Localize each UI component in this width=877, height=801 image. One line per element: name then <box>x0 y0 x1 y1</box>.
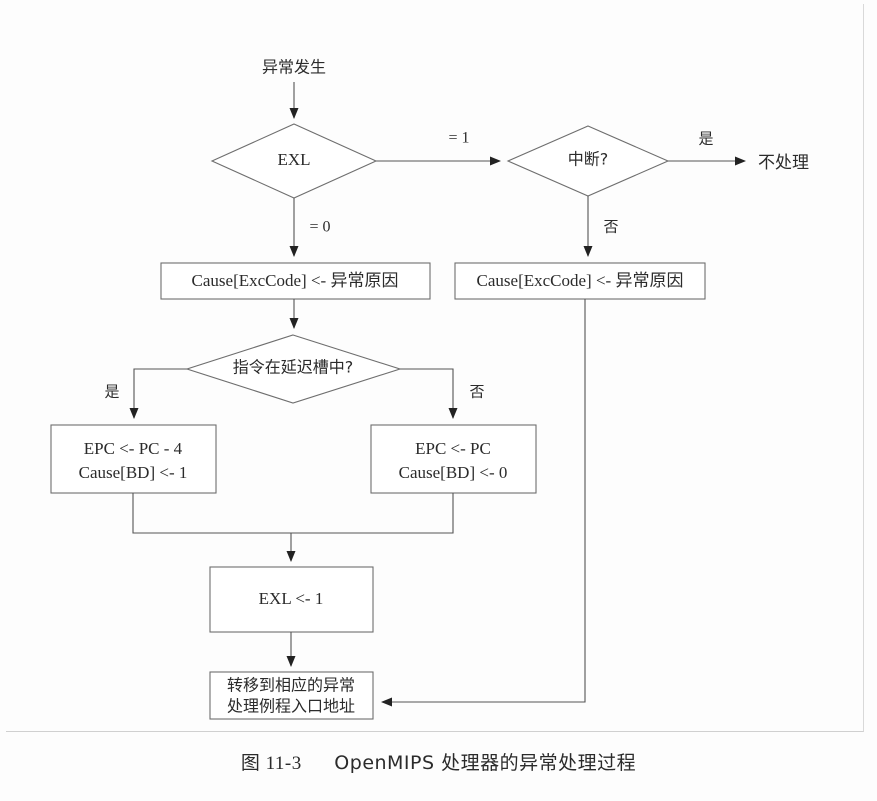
process-cause-left-label: Cause[ExcCode] <- 异常原因 <box>192 271 399 290</box>
process-epc-pc[interactable] <box>370 424 537 494</box>
process-epc-pc-line2: Cause[BD] <- 0 <box>399 463 508 482</box>
edge-label-exl-eq0: = 0 <box>309 219 330 236</box>
edge-epc-merge <box>132 493 454 534</box>
edge-label-exl-eq1: = 1 <box>448 130 469 147</box>
decision-delay-slot-label: 指令在延迟槽中? <box>233 358 354 377</box>
edge-cause-right-to-handler <box>381 299 586 707</box>
edge-delay-no <box>400 368 458 419</box>
decision-delay-slot[interactable] <box>185 334 402 404</box>
process-cause-right-label: Cause[ExcCode] <- 异常原因 <box>477 271 684 290</box>
figure-caption-text: OpenMIPS 处理器的异常处理过程 <box>334 752 637 774</box>
figure-number: 图 11-3 <box>240 753 302 774</box>
process-jump-handler-line2: 处理例程入口地址 <box>227 697 355 716</box>
edge-label-delay-yes: 是 <box>104 383 119 401</box>
decision-interrupt-label: 中断? <box>568 150 609 169</box>
terminal-ignore-label: 不处理 <box>758 153 809 173</box>
start-label: 异常发生 <box>262 58 326 77</box>
edge-label-interrupt-yes: 是 <box>698 130 713 148</box>
process-cause-left[interactable] <box>160 262 431 300</box>
process-jump-handler-line1: 转移到相应的异常 <box>227 676 355 695</box>
process-epc-minus-4-line1: EPC <- PC - 4 <box>84 439 183 458</box>
process-epc-minus-4[interactable] <box>50 424 217 494</box>
process-exl-set[interactable] <box>209 566 374 633</box>
process-epc-pc-line1: EPC <- PC <box>415 439 491 458</box>
process-cause-right[interactable] <box>454 262 706 300</box>
edge-label-interrupt-no: 否 <box>603 218 618 236</box>
process-epc-minus-4-line2: Cause[BD] <- 1 <box>79 463 188 482</box>
edge-label-delay-no: 否 <box>469 383 484 401</box>
decision-exl-label: EXL <box>277 150 310 169</box>
edge-delay-yes <box>129 368 187 419</box>
process-jump-handler[interactable] <box>209 671 374 720</box>
figure-caption: 图 11-3 OpenMIPS 处理器的异常处理过程 <box>0 748 877 775</box>
process-exl-set-label: EXL <- 1 <box>259 589 324 608</box>
